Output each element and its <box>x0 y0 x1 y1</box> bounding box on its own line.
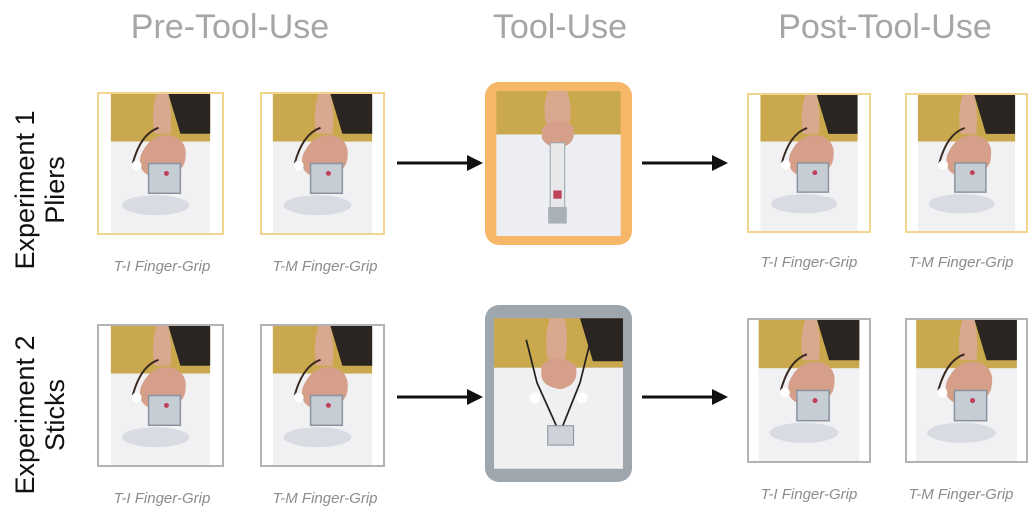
caption-exp2-pre-tm: T-M Finger-Grip <box>272 490 378 507</box>
arrow-pre-to-tool-exp1 <box>395 151 485 175</box>
caption-exp2-pre-ti: T-I Finger-Grip <box>113 490 211 507</box>
arrow-tool-to-post-exp1 <box>640 151 730 175</box>
phase-title-pre-tool-use: Pre-Tool-Use <box>130 8 330 46</box>
experiment-label: Experiment 1 <box>10 110 40 270</box>
caption-exp1-post-ti: T-I Finger-Grip <box>760 254 858 271</box>
grip-photo-icon <box>99 94 222 233</box>
caption-exp2-post-tm: T-M Finger-Grip <box>908 486 1014 503</box>
phase-title-tool-use: Tool-Use <box>492 8 628 46</box>
photo-exp2-tool-use-sticks <box>494 314 623 473</box>
tool-label: Pliers <box>40 156 70 224</box>
photo-exp1-pre-tm-grip <box>260 92 385 235</box>
caption-exp2-post-ti: T-I Finger-Grip <box>760 486 858 503</box>
tool-use-frame-pliers <box>485 82 632 245</box>
grip-photo-icon <box>99 326 222 465</box>
caption-exp1-pre-ti: T-I Finger-Grip <box>113 258 211 275</box>
phase-title-post-tool-use: Post-Tool-Use <box>778 8 992 46</box>
row-label-experiment-2: Experiment 2 Sticks <box>10 315 70 515</box>
photo-exp2-pre-tm-grip <box>260 324 385 467</box>
experiment-label: Experiment 2 <box>10 335 40 495</box>
photo-exp1-post-tm-grip <box>905 93 1028 233</box>
pliers-photo-icon <box>494 91 623 236</box>
arrow-tool-to-post-exp2 <box>640 385 730 409</box>
grip-photo-icon <box>262 326 383 465</box>
tool-label: Sticks <box>40 379 70 452</box>
arrow-pre-to-tool-exp2 <box>395 385 485 409</box>
grip-photo-icon <box>907 95 1026 231</box>
caption-exp1-post-tm: T-M Finger-Grip <box>908 254 1014 271</box>
grip-photo-icon <box>749 95 869 231</box>
photo-exp1-pre-ti-grip <box>97 92 224 235</box>
photo-exp2-post-ti-grip <box>747 318 871 463</box>
photo-exp2-pre-ti-grip <box>97 324 224 467</box>
photo-exp1-post-ti-grip <box>747 93 871 233</box>
grip-photo-icon <box>749 320 869 461</box>
caption-exp1-pre-tm: T-M Finger-Grip <box>272 258 378 275</box>
tool-use-frame-sticks <box>485 305 632 482</box>
grip-photo-icon <box>907 320 1026 461</box>
sticks-photo-icon <box>494 314 623 473</box>
photo-exp2-post-tm-grip <box>905 318 1028 463</box>
row-label-experiment-1: Experiment 1 Pliers <box>10 90 70 290</box>
grip-photo-icon <box>262 94 383 233</box>
photo-exp1-tool-use-pliers <box>494 91 623 236</box>
